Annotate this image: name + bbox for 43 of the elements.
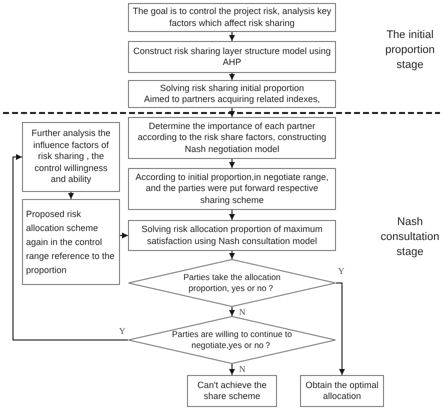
stage-label: Nash consultation stage [380, 215, 440, 260]
arrow [120, 232, 128, 238]
process-box [22, 199, 120, 285]
edge-label: N [238, 364, 246, 374]
stage-label: The initial proportion stage [384, 28, 436, 73]
step-text: Solving risk allocation proportion of maximum satisfaction using Nash consultation model [140, 224, 324, 247]
process-box [128, 117, 336, 159]
arrow [229, 108, 235, 118]
process-box [128, 3, 336, 32]
step-text: Proposed risk allocation scheme again in the control range reference to the proportion [26, 208, 116, 277]
step-text: According to initial proportion,in negotiate range, and the parties were put forward respective sharing scheme [134, 172, 330, 206]
question-text: Parties take the allocation proportion, yes or no？ [182, 272, 282, 294]
step-text: Obtain the optimal allocation [304, 380, 380, 402]
process-box [300, 375, 384, 407]
arrow [229, 32, 235, 42]
arrow [229, 364, 235, 376]
process-box [128, 41, 336, 73]
arrow [229, 158, 235, 168]
process-box [128, 80, 336, 108]
process-box [187, 375, 277, 407]
process-box [22, 122, 120, 192]
edge-label: Y [337, 266, 346, 276]
arrow [68, 192, 74, 200]
arrow [12, 154, 128, 340]
step-text: Further analysis the influence factors of risk sharing , the control willingness and ability [30, 128, 112, 186]
step-text: Aimed to partners acquiring related indexes, [144, 94, 320, 106]
step-text: Construct risk sharing layer structure model using AHP [132, 46, 332, 68]
arrow [229, 250, 235, 260]
decision-diamond [128, 316, 336, 364]
step-text: The goal is to control the project risk, analysis key factors which affect risk sharing [132, 6, 332, 29]
edge-label: Y [118, 326, 126, 336]
step-text: Solving risk sharing initial proportion [160, 82, 304, 94]
arrow [229, 306, 235, 316]
arrow [336, 282, 345, 376]
arrow [229, 72, 235, 80]
step-text: Determine the importance of each partner according to the risk share factors, constructing Nash negotiation model [136, 120, 328, 156]
process-box [128, 220, 336, 251]
process-box [128, 168, 336, 210]
arrow [229, 210, 235, 220]
question-text: Parties are willing to continue to negotiate,yes or no？ [172, 329, 292, 351]
step-text: Can't achieve the share scheme [196, 380, 268, 402]
decision-diamond [128, 259, 336, 307]
edge-label: N [238, 307, 246, 317]
